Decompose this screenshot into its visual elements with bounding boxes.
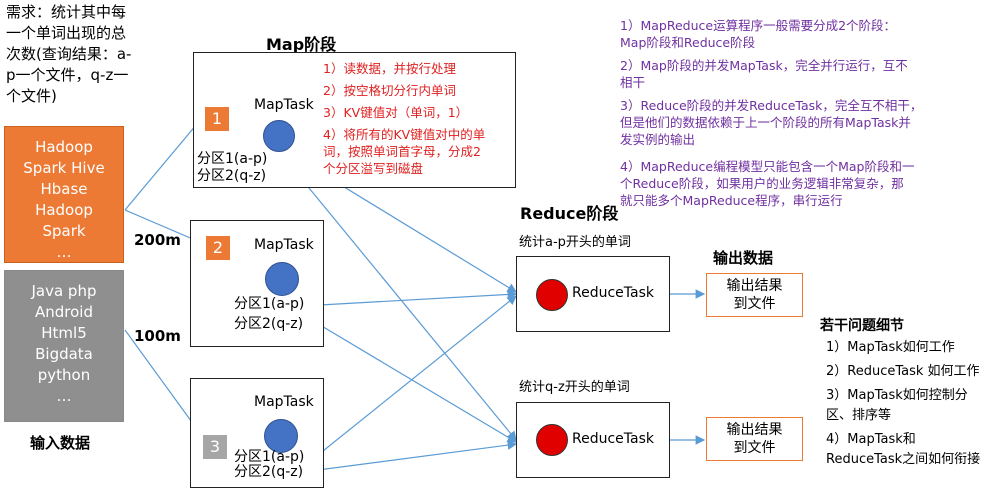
map-task-1-partition-1: 分区1(a-p)	[197, 151, 268, 167]
output-file-1: 输出结果 到文件	[706, 273, 803, 317]
map-task-3-box	[190, 378, 324, 488]
map-task-3-label: MapTask	[254, 394, 314, 410]
map-task-1-circle	[263, 120, 295, 152]
map-phase-title: Map阶段	[266, 35, 337, 54]
issues-title: 若干问题细节	[820, 318, 904, 334]
reduce-phase-title: Reduce阶段	[520, 204, 619, 223]
input-file-gray: Java php Android Html5 Bigdata python …	[4, 270, 124, 422]
arrow-input-to-map3	[124, 329, 203, 437]
reduce-task-1-label: ReduceTask	[572, 285, 654, 301]
reduce-task-2-circle	[536, 424, 568, 456]
map-task-2-partition-2: 分区2(q-z)	[234, 316, 304, 332]
split-size-100m: 100m	[134, 327, 181, 345]
map-task-3-partition-2: 分区2(q-z)	[234, 464, 304, 480]
arrow-map1-p2-to-reduce2	[299, 176, 517, 441]
input-file-orange: Hadoop Spark Hive Hbase Hadoop Spark …	[4, 126, 124, 263]
split-size-200m: 200m	[134, 231, 181, 249]
split-number-3: 3	[203, 435, 227, 459]
issues-list: 1）MapTask如何工作 2）ReduceTask 如何工作 3）MapTas…	[826, 340, 981, 467]
arrow-input-to-map2	[124, 209, 204, 245]
arrow-map3-p2-to-reduce2	[317, 440, 518, 471]
arrow-map2-p2-to-reduce2	[319, 324, 518, 443]
map-task-1-label: MapTask	[254, 97, 314, 113]
output-file-2: 输出结果 到文件	[706, 417, 803, 461]
output-data-label: 输出数据	[713, 249, 774, 267]
map-task-2-partition-1: 分区1(a-p)	[234, 296, 305, 312]
mapreduce-principles: 1）MapReduce运算程序一般需要分成2个阶段： Map阶段和Reduce阶…	[620, 18, 923, 208]
map-task-2-circle	[265, 262, 299, 296]
reduce-task-2-note: 统计q-z开头的单词	[519, 380, 630, 395]
arrow-input-to-map1	[124, 117, 203, 211]
split-number-2: 2	[206, 236, 230, 260]
map-task-3-partition-1: 分区1(a-p)	[234, 449, 305, 465]
map-task-1-partition-2: 分区2(q-z)	[197, 168, 267, 184]
map-steps-list: 1）读数据，并按行处理 2）按空格切分行内单词 3）KV键值对（单词，1） 4）…	[323, 61, 486, 176]
reduce-task-1-circle	[536, 279, 568, 311]
reduce-task-2-label: ReduceTask	[572, 431, 654, 447]
requirement-text: 需求：统计其中每 一个单词出现的总 次数(查询结果：a- p一个文件，q-z一 …	[6, 3, 132, 105]
map-task-3-circle	[264, 419, 298, 453]
map-task-2-label: MapTask	[254, 237, 314, 253]
map-task-1-box	[193, 52, 516, 188]
arrow-map2-p1-to-reduce1	[319, 289, 518, 306]
arrow-map3-p1-to-reduce1	[317, 295, 517, 456]
split-number-1: 1	[205, 107, 229, 131]
input-data-label: 输入数据	[30, 434, 91, 452]
reduce-task-1-note: 统计a-p开头的单词	[519, 235, 631, 250]
